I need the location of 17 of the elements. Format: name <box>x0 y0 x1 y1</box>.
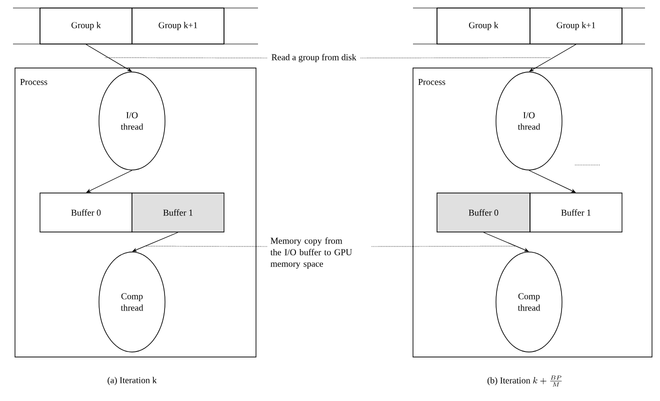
callout-text: Read a group from disk <box>272 54 356 62</box>
arrow <box>483 232 529 252</box>
caption: (b) Iteration $k + \frac{BP}{M}$ <box>488 376 562 386</box>
disk-group-cell: Group k+1 <box>132 8 224 44</box>
arrow <box>86 170 132 193</box>
arrow <box>86 44 132 72</box>
disk-group-cell: Group k <box>40 8 132 44</box>
disk-group-cell: Group k+1 <box>530 8 622 44</box>
arrow <box>529 44 576 72</box>
caption: (a) Iteration k <box>108 376 157 386</box>
callout-text: Memory copy from the I/O buffer to GPU memory space <box>270 237 352 269</box>
arrow <box>528 170 576 193</box>
arrow <box>132 232 178 252</box>
buffer-cell: Buffer 1 <box>132 192 224 232</box>
disk-group-cell: Group k <box>436 8 530 44</box>
buffer-cell: Buffer 1 <box>530 192 622 232</box>
buffer-cell: Buffer 0 <box>436 192 530 232</box>
